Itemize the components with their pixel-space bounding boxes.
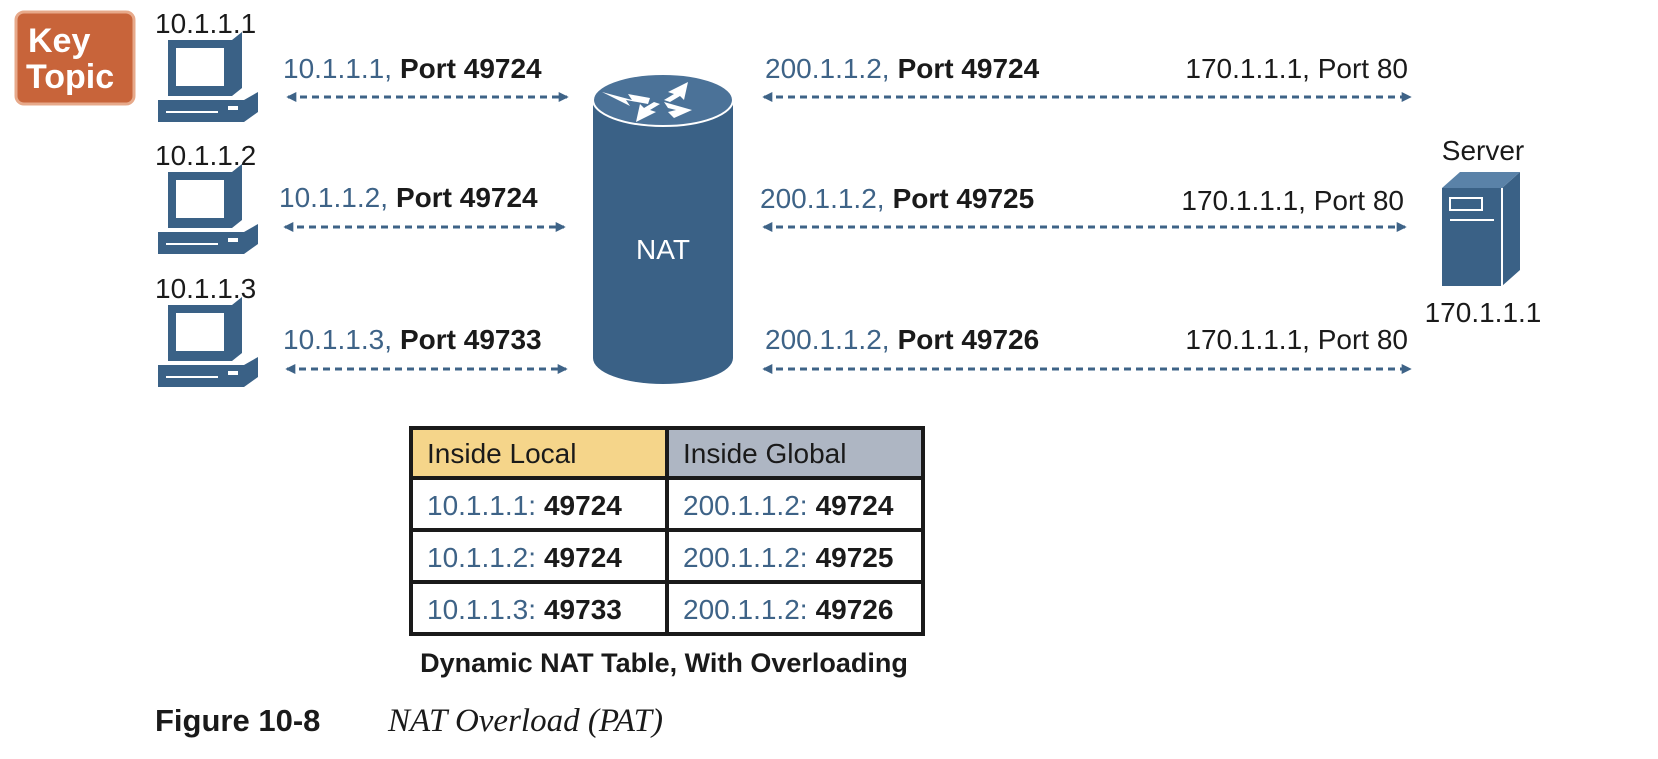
nat-router-top <box>592 73 734 127</box>
host-pc-1: 10.1.1.1 <box>155 8 258 122</box>
table-cell-global: 200.1.1.2:49725 <box>683 542 893 573</box>
host-pc-2: 10.1.1.2 <box>155 140 258 254</box>
table-cell-global: 200.1.1.2:49724 <box>683 490 894 521</box>
table-cell-local: 10.1.1.3:49733 <box>427 594 622 625</box>
server-icon <box>1442 172 1520 286</box>
nat-table: Inside Local Inside Global 10.1.1.1:4972… <box>409 426 925 678</box>
pc-icon <box>158 297 258 387</box>
table-row: 10.1.1.3:49733 200.1.1.2:49726 <box>409 580 925 636</box>
table-header-inside-global: Inside Global <box>683 438 846 469</box>
pc-icon <box>158 164 258 254</box>
pc-icon <box>158 32 258 122</box>
table-header-inside-global-bg <box>665 426 925 480</box>
host-name-label: 10.1.1.1 <box>155 8 256 39</box>
table-cell-local: 10.1.1.1:49724 <box>427 490 622 521</box>
host-pc-3: 10.1.1.3 <box>155 273 258 387</box>
figure-title: NAT Overload (PAT) <box>387 703 663 739</box>
inside-flow-label-2: 10.1.1.2,Port 49724 <box>279 182 538 213</box>
nat-label: NAT <box>636 234 690 265</box>
table-row: 10.1.1.1:49724 200.1.1.2:49724 <box>409 476 925 532</box>
server-label: Server <box>1442 135 1524 166</box>
key-topic-line2: Topic <box>26 58 114 96</box>
outside-flow-label-3: 200.1.1.2,Port 49726 <box>765 324 1039 355</box>
server-flow-label-2: 170.1.1.1, Port 80 <box>1181 185 1404 216</box>
key-topic-line1: Key <box>28 22 90 60</box>
server-ip: 170.1.1.1 <box>1425 297 1542 328</box>
nat-router: NAT <box>592 73 734 384</box>
inside-flow-label-3: 10.1.1.3,Port 49733 <box>283 324 542 355</box>
table-header-inside-local-bg <box>409 426 669 480</box>
table-caption: Dynamic NAT Table, With Overloading <box>420 648 908 678</box>
server-flow-label-3: 170.1.1.1, Port 80 <box>1185 324 1408 355</box>
outside-flow-label-2: 200.1.1.2,Port 49725 <box>760 183 1034 214</box>
table-row: 10.1.1.2:49724 200.1.1.2:49725 <box>409 528 925 584</box>
key-topic-badge-bg <box>14 10 136 106</box>
table-cell-local: 10.1.1.2:49724 <box>427 542 622 573</box>
host-name-label: 10.1.1.3 <box>155 273 256 304</box>
inside-flow-label-1: 10.1.1.1,Port 49724 <box>283 53 542 84</box>
key-topic-badge: Key Topic <box>14 10 136 106</box>
server-flow-label-1: 170.1.1.1, Port 80 <box>1185 53 1408 84</box>
outside-flow-label-1: 200.1.1.2,Port 49724 <box>765 53 1040 84</box>
nat-router-body <box>593 100 733 384</box>
figure-number: Figure 10-8 <box>155 703 320 738</box>
router-arrows-icon <box>602 82 692 122</box>
host-name-label: 10.1.1.2 <box>155 140 256 171</box>
table-cell-global: 200.1.1.2:49726 <box>683 594 893 625</box>
server: Server 170.1.1.1 <box>1425 135 1542 328</box>
table-header-inside-local: Inside Local <box>427 438 576 469</box>
